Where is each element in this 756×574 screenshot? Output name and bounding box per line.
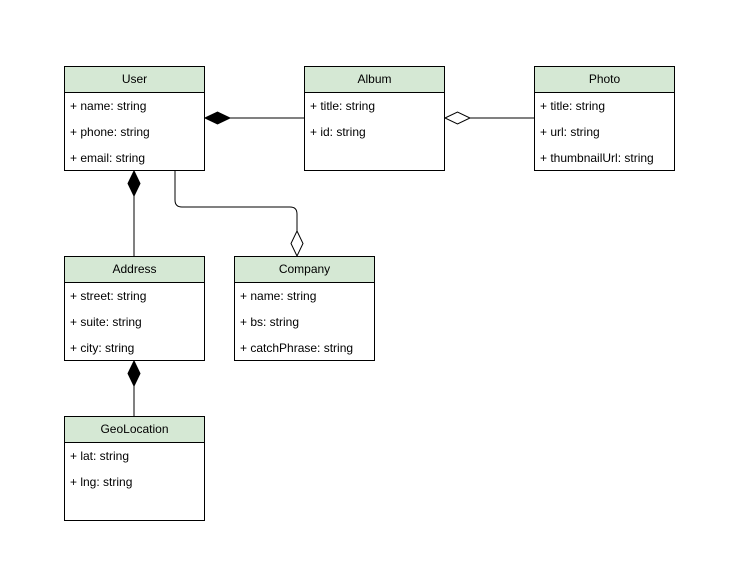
attribute: + phone: string bbox=[70, 125, 150, 139]
album-class[interactable]: Album + title: string + id: string bbox=[304, 66, 445, 171]
attribute: + title: string bbox=[310, 99, 376, 113]
class-name: Photo bbox=[535, 67, 674, 93]
attribute: + thumbnailUrl: string bbox=[540, 151, 654, 165]
user-address-composition bbox=[127, 169, 141, 256]
attribute: + lng: string bbox=[70, 475, 133, 489]
attribute: + lat: string bbox=[70, 449, 130, 463]
user-album-composition bbox=[203, 111, 304, 125]
geolocation-class[interactable]: GeoLocation + lat: string + lng: string bbox=[64, 416, 205, 521]
attribute: + name: string bbox=[70, 99, 147, 113]
user-class[interactable]: User + name: string + phone: string + em… bbox=[64, 66, 205, 171]
attribute: + bs: string bbox=[240, 315, 300, 329]
user-company-aggregation bbox=[174, 171, 304, 258]
company-class[interactable]: Company + name: string + bs: string + ca… bbox=[234, 256, 375, 361]
photo-class[interactable]: Photo + title: string + url: string + th… bbox=[534, 66, 675, 171]
attribute: + city: string bbox=[70, 341, 135, 355]
class-name: GeoLocation bbox=[65, 417, 204, 443]
attribute: + title: string bbox=[540, 99, 606, 113]
attribute: + name: string bbox=[240, 289, 317, 303]
address-geolocation-composition bbox=[127, 359, 141, 416]
attribute: + catchPhrase: string bbox=[240, 341, 354, 355]
attribute: + id: string bbox=[310, 125, 366, 139]
attribute: + email: string bbox=[70, 151, 146, 165]
address-class[interactable]: Address + street: string + suite: string… bbox=[64, 256, 205, 361]
class-name: Company bbox=[235, 257, 374, 283]
class-name: Address bbox=[65, 257, 204, 283]
attribute: + url: string bbox=[540, 125, 600, 139]
class-name: Album bbox=[305, 67, 444, 93]
attribute: + suite: string bbox=[70, 315, 142, 329]
attribute: + street: string bbox=[70, 289, 147, 303]
class-name: User bbox=[65, 67, 204, 93]
album-photo-aggregation bbox=[443, 111, 534, 125]
